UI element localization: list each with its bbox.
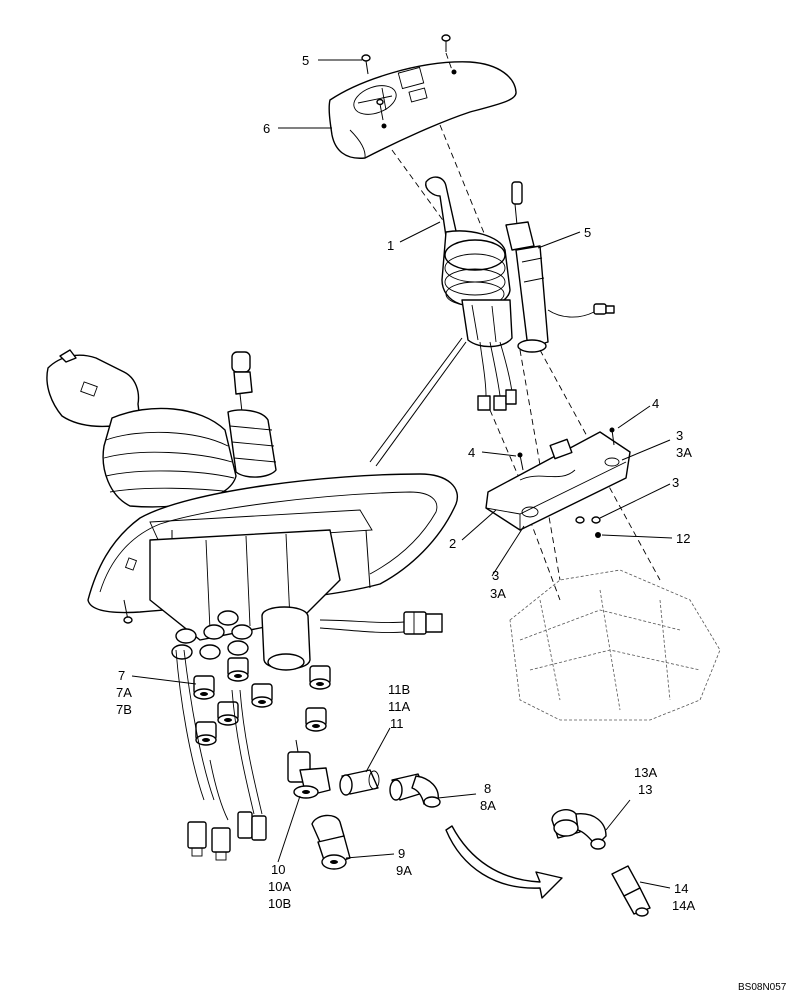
screw-icon: [376, 98, 384, 121]
callout-3-3a-top: 3 3A: [676, 428, 692, 460]
callout-9: 9 9A: [396, 846, 412, 878]
fitting-11: [339, 769, 380, 796]
drawing-code: BS08N057: [738, 982, 787, 993]
callout-4-left: 4: [468, 445, 475, 460]
callout-3-mid: 3: [672, 475, 679, 490]
callout-4-right: 4: [652, 396, 659, 411]
elbow-fitting-9: [311, 814, 351, 870]
callout-2: 2: [449, 536, 456, 551]
callout-5-right: 5: [584, 225, 591, 240]
screw-icon: [441, 34, 453, 71]
callout-14: 14 14A: [672, 881, 695, 913]
callout-5-top: 5: [302, 53, 309, 68]
callout-1: 1: [387, 238, 394, 253]
callout-3-3a-bottom: 3 3A: [490, 568, 506, 601]
large-joystick-assembly: [46, 337, 467, 671]
callout-8: 8 8A: [480, 781, 496, 813]
leader-lines: [131, 59, 673, 889]
callout-12: 12: [676, 531, 690, 546]
callout-10: 10 10A 10B: [268, 862, 294, 911]
elbow-fitting-10: [287, 739, 331, 799]
elbow-fitting-13: [551, 809, 607, 850]
screw-icon: [361, 54, 371, 75]
curved-arrow-icon: [445, 825, 563, 899]
callout-7: 7 7A 7B: [116, 668, 135, 717]
callout-11: 11B 11A 11: [388, 682, 414, 731]
wiring-harness: [175, 649, 267, 861]
fitting-7: [193, 657, 331, 746]
cover-plate: [328, 61, 517, 159]
joystick-assembly: [425, 176, 615, 411]
elbow-fitting-8: [389, 773, 441, 808]
adapter-14: [611, 865, 651, 917]
mounting-bracket: [485, 427, 631, 538]
ghost-console: [509, 569, 721, 721]
callout-6: 6: [263, 121, 270, 136]
callout-13: 13A 13: [634, 765, 660, 797]
